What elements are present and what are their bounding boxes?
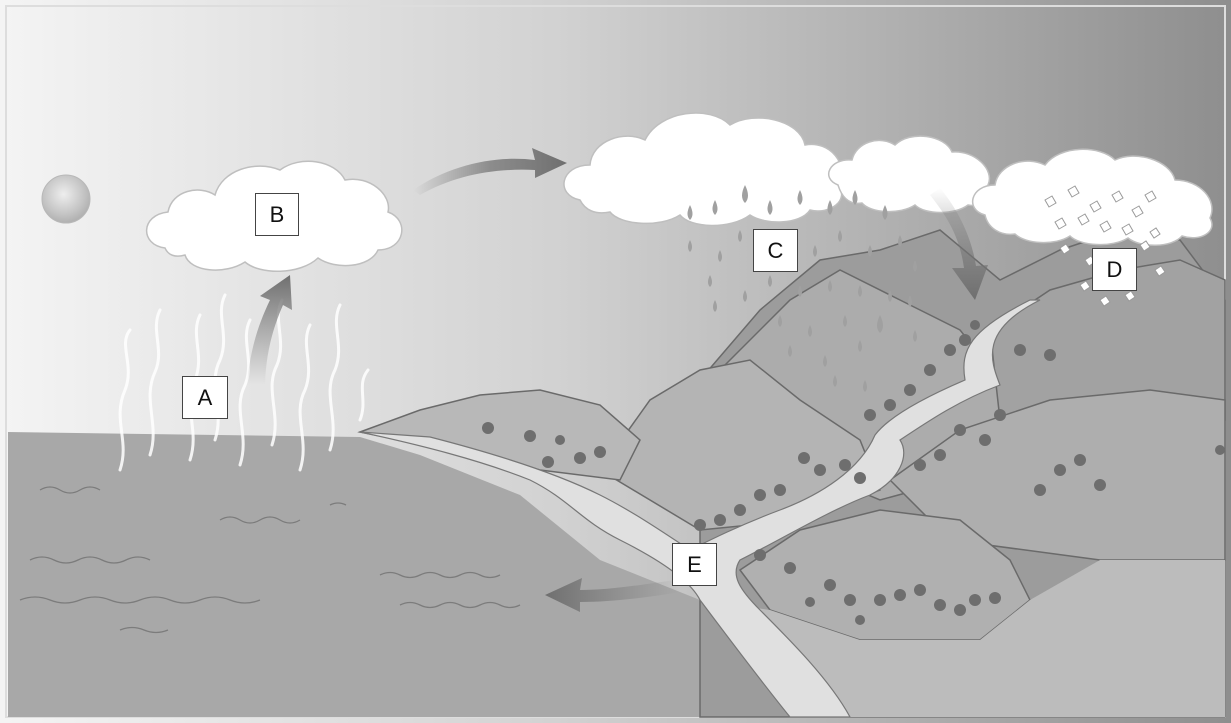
sun xyxy=(42,175,90,223)
label-d: D xyxy=(1092,248,1137,291)
label-c: C xyxy=(753,229,798,272)
label-e: E xyxy=(672,543,717,586)
label-a: A xyxy=(182,376,228,419)
label-b: B xyxy=(255,193,299,236)
